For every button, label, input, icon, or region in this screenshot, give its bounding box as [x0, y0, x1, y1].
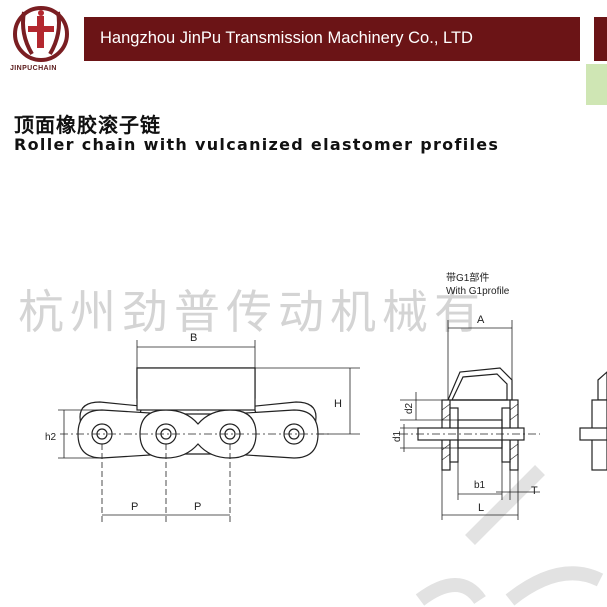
- product-title-chinese: 顶面橡胶滚子链: [14, 113, 161, 137]
- dim-label-h: H: [334, 398, 342, 410]
- side-view-dims: [58, 340, 360, 522]
- section-view-dims: [400, 320, 540, 520]
- jinpu-logo-icon: [13, 6, 69, 62]
- watermark-text: 杭州劲普传动机械有: [18, 285, 486, 339]
- note-g1-chinese: 带G1部件: [446, 271, 489, 284]
- logo-text: JINPUCHAIN: [10, 65, 57, 72]
- note-g1-english: With G1profile: [446, 286, 510, 297]
- side-view-plates: [77, 367, 319, 459]
- dim-label-b: B: [190, 332, 197, 344]
- header-bar: [84, 17, 580, 61]
- dim-label-p2: P: [194, 501, 201, 513]
- dim-label-h2: h2: [45, 432, 57, 443]
- header-bar-end: [594, 17, 607, 61]
- dim-label-l: L: [478, 502, 484, 514]
- dim-label-d1: d1: [392, 430, 403, 442]
- side-tab: [586, 64, 607, 105]
- partial-drawing-edge: [579, 371, 607, 471]
- dim-label-d2: d2: [404, 402, 415, 414]
- dim-label-t: T: [531, 485, 538, 497]
- dim-label-b1: b1: [474, 480, 486, 491]
- product-title-english: Roller chain with vulcanized elastomer p…: [14, 135, 500, 154]
- dim-label-p1: P: [131, 501, 138, 513]
- company-name: Hangzhou JinPu Transmission Machinery Co…: [100, 29, 473, 47]
- watermark-logo-icon: [415, 465, 604, 606]
- dim-label-a: A: [477, 314, 485, 326]
- section-view: [417, 367, 525, 471]
